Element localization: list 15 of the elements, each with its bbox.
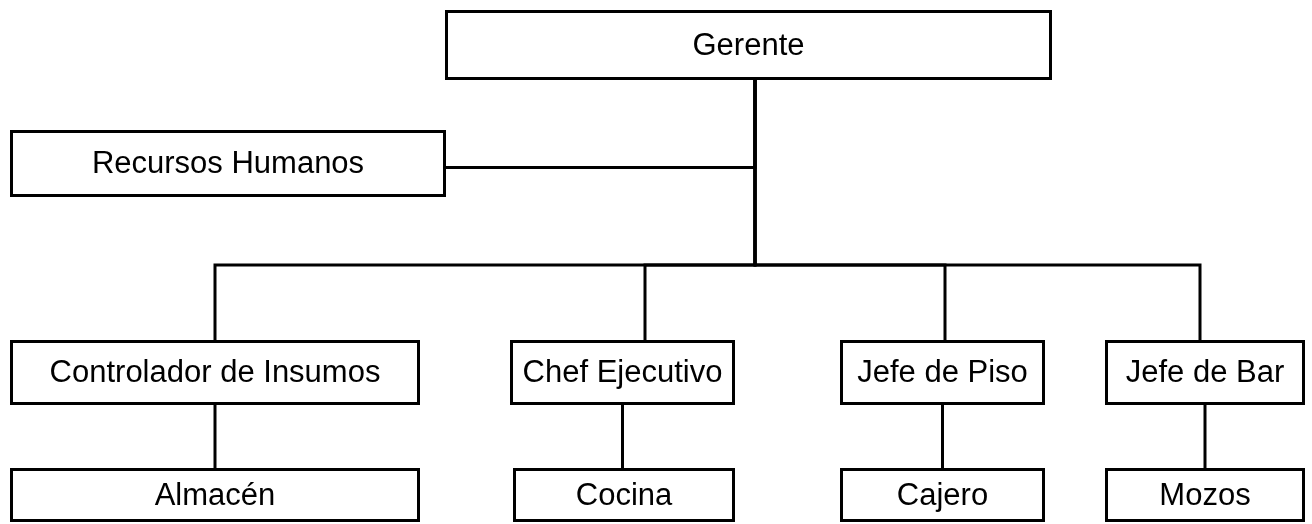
org-box: Controlador de Insumos [10, 340, 420, 405]
connector-line [621, 405, 624, 468]
org-box: Recursos Humanos [10, 130, 446, 197]
org-box: Almacén [10, 468, 420, 522]
connector-line [753, 80, 1202, 340]
connector-line [941, 405, 944, 468]
org-box: Cajero [840, 468, 1045, 522]
org-box: Chef Ejecutivo [510, 340, 735, 405]
org-box: Gerente [445, 10, 1052, 80]
connector-line [1203, 405, 1207, 468]
connector-line [213, 405, 217, 468]
org-box: Mozos [1105, 468, 1305, 522]
org-box: Cocina [513, 468, 735, 522]
org-box: Jefe de Bar [1105, 340, 1305, 405]
org-box: Jefe de Piso [840, 340, 1045, 405]
